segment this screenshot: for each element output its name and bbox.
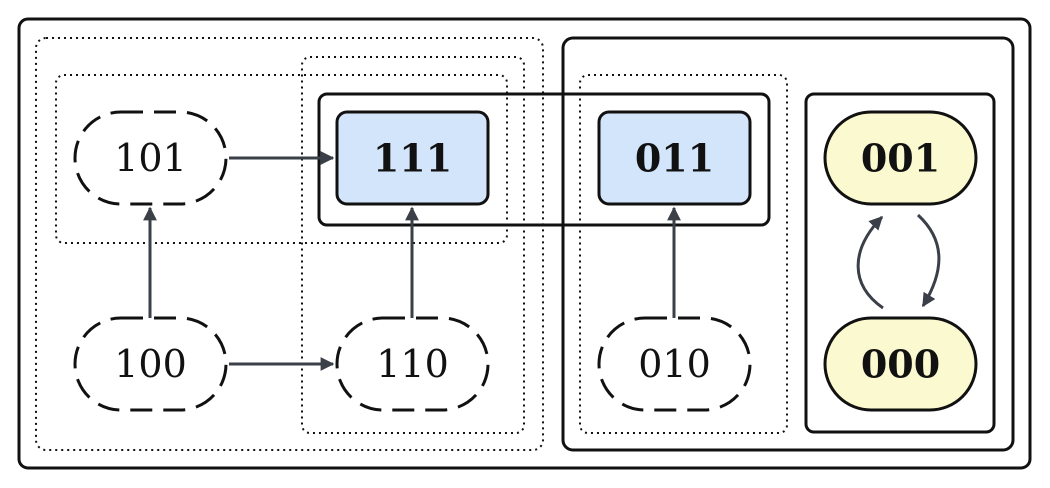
node-101-label: 101 — [114, 136, 187, 180]
left-dotted-region — [35, 37, 544, 451]
edge-001-to-000 — [916, 213, 941, 308]
node-110-label: 110 — [376, 342, 449, 386]
right-solid-region — [561, 36, 1015, 452]
top-dotted-region — [55, 74, 508, 244]
node-010: 010 — [597, 316, 752, 412]
node-011-label: 011 — [635, 136, 714, 181]
node-111-label: 111 — [373, 136, 452, 181]
edge-000-to-001 — [856, 215, 884, 310]
node-100-label: 100 — [114, 342, 187, 386]
node-100: 100 — [73, 316, 228, 412]
node-000-label: 000 — [861, 342, 940, 387]
node-010-label: 010 — [638, 342, 711, 386]
node-001: 001 — [823, 110, 978, 206]
cycle-region — [804, 92, 996, 434]
node-101: 101 — [73, 110, 228, 206]
outer-frame — [17, 17, 1032, 470]
node-111: 111 — [335, 110, 490, 206]
node-110: 110 — [335, 316, 490, 412]
node-001-label: 001 — [861, 136, 940, 181]
node-000: 000 — [823, 316, 978, 412]
middle-dotted-region — [301, 56, 525, 434]
node-011: 011 — [597, 110, 752, 206]
